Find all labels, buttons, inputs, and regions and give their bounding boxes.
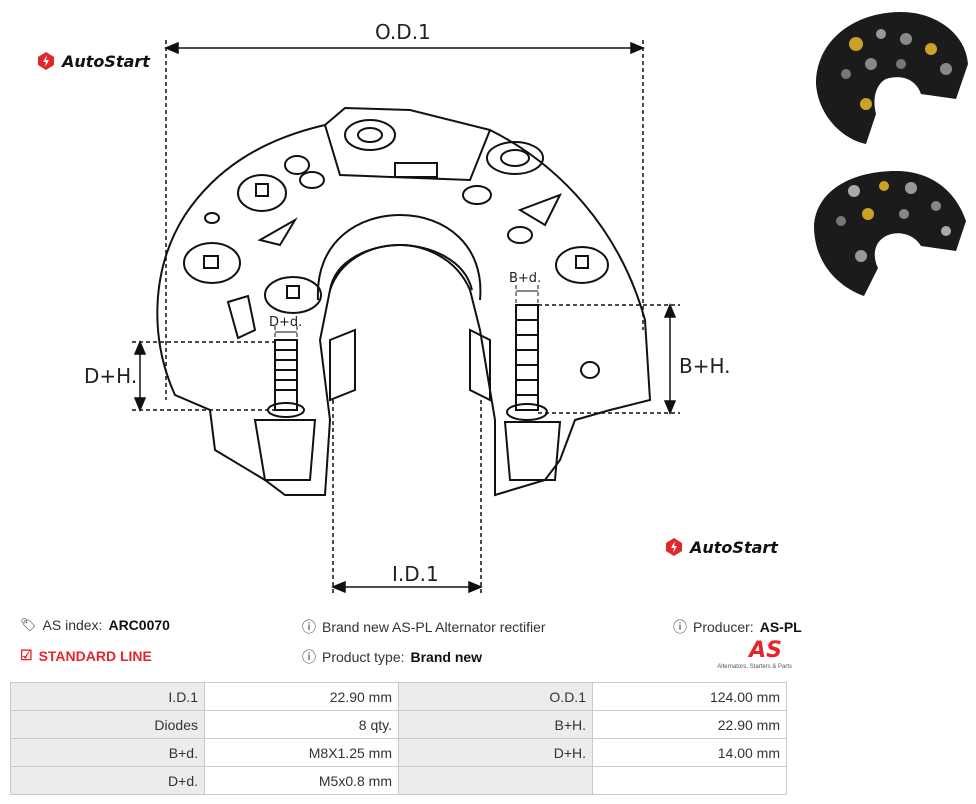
spec-value [592,766,787,795]
spec-value: M8X1.25 mm [204,738,399,767]
id-label: I.D.1 [392,562,439,586]
spec-value: M5x0.8 mm [204,766,399,795]
info-circle-icon: ⓘ [302,649,316,665]
producer-value: AS-PL [759,619,802,635]
as-logo-text: AS [749,638,782,663]
spec-key: D+d. [10,766,205,795]
spec-key: O.D.1 [398,682,593,711]
tags-icon: 🏷︎ [20,617,37,632]
table-row: D+d. M5x0.8 mm [10,766,787,795]
dd-label: D+d. [269,315,303,330]
table-row: Diodes 8 qty. B+H. 22.90 mm [10,710,787,739]
as-index: 🏷︎ AS index: ARC0070 [20,617,170,633]
spec-value: 8 qty. [204,710,399,739]
product-type-value: Brand new [410,649,483,665]
autostart-logo-icon [666,538,682,556]
product-photo-bottom[interactable] [806,156,972,306]
spec-value: 14.00 mm [592,738,787,767]
table-row: I.D.1 22.90 mm O.D.1 124.00 mm [10,682,787,711]
spec-key: B+d. [10,738,205,767]
spec-key: Diodes [10,710,205,739]
as-index-value: ARC0070 [108,617,170,633]
description-text: Brand new AS-PL Alternator rectifier [322,619,546,635]
spec-value: 124.00 mm [592,682,787,711]
spec-key: I.D.1 [10,682,205,711]
info-circle-icon: ⓘ [673,619,687,635]
producer: ⓘ Producer: AS-PL [673,617,802,637]
specs-table: I.D.1 22.90 mm O.D.1 124.00 mm Diodes 8 … [10,682,787,795]
info-circle-icon: ⓘ [302,619,316,635]
autostart-logo-top: AutoStart [36,51,150,71]
as-logo-tagline: Alternators, Starters & Parts [717,664,792,670]
rectifier-technical-drawing [132,40,680,595]
od-label: O.D.1 [375,20,431,44]
product-type-label: Product type: [322,649,405,665]
dh-label: D+H. [84,364,138,388]
spec-key: B+H. [398,710,593,739]
as-pl-logo: AS Alternators, Starters & Parts [716,640,792,672]
check-square-icon: ☑ [20,647,33,663]
standard-line-label: STANDARD LINE [38,647,152,664]
spec-value: 22.90 mm [204,682,399,711]
spec-key [398,766,593,795]
table-row: B+d. M8X1.25 mm D+H. 14.00 mm [10,738,787,767]
autostart-logo-text: AutoStart [690,537,778,557]
spec-value: 22.90 mm [592,710,787,739]
autostart-logo-bottom: AutoStart [664,537,778,557]
bd-label: B+d. [509,271,542,286]
product-type: ⓘ Product type: Brand new [302,647,482,667]
product-photo-top[interactable] [806,4,972,154]
autostart-logo-icon [38,52,54,70]
standard-line: ☑ STANDARD LINE [20,647,152,664]
spec-key: D+H. [398,738,593,767]
producer-label: Producer: [693,619,754,635]
autostart-logo-text: AutoStart [62,51,150,71]
as-index-label: AS index: [42,617,103,633]
description: ⓘ Brand new AS-PL Alternator rectifier [302,617,546,637]
bh-label: B+H. [679,354,731,378]
